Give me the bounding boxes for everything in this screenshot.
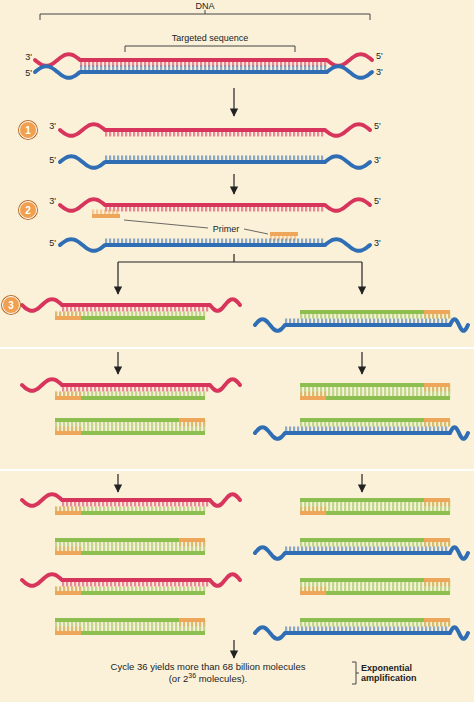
strand — [55, 312, 205, 319]
strand — [424, 312, 450, 319]
strand — [55, 392, 205, 399]
primer-label: Primer — [213, 224, 240, 234]
strand — [255, 547, 468, 559]
strand — [60, 124, 370, 136]
strand — [424, 620, 450, 627]
strand — [55, 620, 205, 627]
strand-end-label: 5' — [49, 238, 56, 248]
strand — [55, 507, 81, 514]
strand — [424, 420, 450, 427]
callout-number: 2 — [19, 201, 37, 219]
strand-end-label: 3' — [374, 155, 381, 165]
strand-end-label: 5' — [49, 155, 56, 165]
strand — [60, 239, 370, 251]
strand — [424, 500, 450, 507]
strand — [179, 540, 205, 547]
strand — [22, 379, 240, 391]
strand — [300, 385, 450, 392]
strand — [55, 547, 81, 554]
caption-text: molecules). — [196, 673, 247, 684]
callout-text: 2 — [25, 205, 31, 216]
strand — [55, 392, 81, 399]
strand-end-label: 3' — [49, 196, 56, 206]
strand — [179, 620, 205, 627]
callout-number: 1 — [19, 121, 37, 139]
strand — [55, 627, 205, 634]
strand — [300, 312, 450, 319]
strand — [35, 66, 372, 78]
callout-number: 3 — [2, 296, 20, 314]
caption-text: (or 2 — [169, 673, 189, 684]
strand — [300, 620, 450, 627]
strand — [55, 420, 205, 427]
strand — [60, 199, 370, 211]
strand-end-label: 5' — [25, 68, 32, 78]
callout-text: 1 — [25, 125, 31, 136]
amplification-label: Exponential amplification — [361, 663, 423, 684]
strand — [55, 312, 81, 319]
exponent: 36 — [188, 672, 196, 679]
strand — [300, 587, 326, 594]
strand — [60, 156, 370, 168]
strand — [92, 210, 120, 217]
strand — [35, 54, 372, 66]
strand — [300, 580, 450, 587]
strand — [300, 500, 450, 507]
caption-text: Cycle 36 yields more than 68 billion mol… — [111, 661, 306, 673]
strand — [300, 392, 450, 399]
strand — [22, 494, 240, 506]
bracket-label: DNA — [195, 1, 214, 11]
strand-end-label: 3' — [376, 67, 383, 77]
strand — [55, 427, 81, 434]
callout-text: 3 — [8, 300, 14, 311]
bracket-label: Targeted sequence — [172, 33, 249, 43]
strand — [424, 540, 450, 547]
strand — [300, 540, 450, 547]
strand — [255, 319, 468, 331]
strand — [55, 587, 205, 594]
strand-end-label: 3' — [49, 121, 56, 131]
strand — [55, 540, 205, 547]
strand-end-label: 3' — [25, 52, 32, 62]
strand-end-label: 5' — [376, 51, 383, 61]
strand — [300, 507, 326, 514]
strand-end-label: 5' — [374, 196, 381, 206]
strand — [255, 627, 468, 639]
strand — [55, 627, 81, 634]
strand — [300, 392, 326, 399]
strand — [300, 587, 450, 594]
strand — [55, 587, 81, 594]
caption: Cycle 36 yields more than 68 billion mol… — [111, 661, 306, 685]
strand-end-label: 3' — [374, 238, 381, 248]
strand — [300, 420, 450, 427]
strand — [300, 507, 450, 514]
strand — [424, 580, 450, 587]
strand — [55, 547, 205, 554]
strand — [55, 507, 205, 514]
dividers — [0, 348, 474, 470]
strand — [179, 420, 205, 427]
primer-leaders — [124, 220, 268, 234]
strand — [424, 385, 450, 392]
strand — [22, 574, 240, 586]
strand-end-label: 5' — [374, 121, 381, 131]
strand — [22, 299, 240, 311]
flow-arrows — [118, 88, 362, 658]
dna-strands — [22, 54, 468, 639]
strand — [255, 427, 468, 439]
strand — [55, 427, 205, 434]
